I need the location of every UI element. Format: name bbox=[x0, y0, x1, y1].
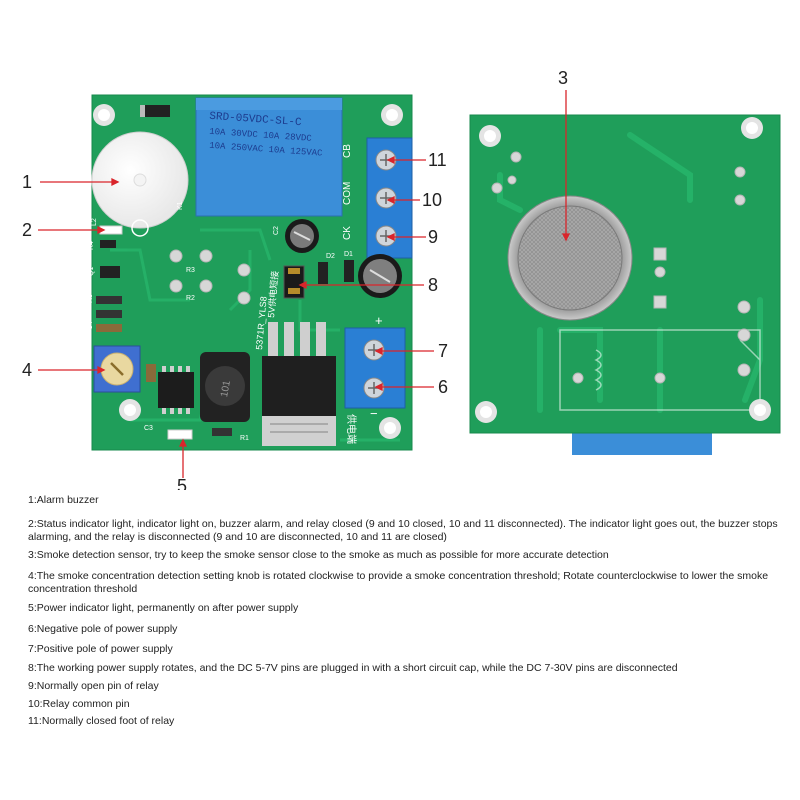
note-item: 1:Alarm buzzer bbox=[28, 494, 99, 506]
power-terminal-block bbox=[344, 327, 406, 409]
callout-number-6: 6 bbox=[438, 377, 448, 397]
inductor-label: 101 bbox=[219, 379, 233, 398]
alarm-buzzer bbox=[91, 131, 189, 229]
note-item: 7:Positive pole of power supply bbox=[28, 643, 173, 655]
callout-10 bbox=[386, 195, 420, 205]
callout-5 bbox=[178, 438, 188, 478]
callout-number-4: 4 bbox=[22, 360, 32, 380]
power-jumper bbox=[283, 265, 305, 299]
label-com: COM bbox=[342, 182, 353, 205]
smd-r4 bbox=[100, 240, 116, 248]
capacitor-c2 bbox=[285, 219, 319, 253]
label-cb: CB bbox=[342, 144, 353, 158]
callout-number-9: 9 bbox=[428, 227, 438, 247]
label-r4: R4 bbox=[88, 241, 95, 250]
note-item: 11:Normally closed foot of relay bbox=[28, 715, 175, 727]
label-k1: K1 bbox=[177, 201, 184, 210]
voltage-regulator bbox=[262, 322, 336, 446]
power-screw-negative bbox=[363, 377, 385, 399]
callout-number-7: 7 bbox=[438, 341, 448, 361]
label-d2: D2 bbox=[326, 253, 335, 260]
note-item: 6:Negative pole of power supply bbox=[28, 623, 178, 635]
smoke-sensor bbox=[507, 195, 633, 321]
terminal-screw-cb bbox=[375, 149, 397, 171]
smd-r8 bbox=[96, 296, 122, 304]
label-plus: + bbox=[375, 313, 383, 328]
capacitor-c1 bbox=[358, 254, 402, 298]
note-item: 2:Status indicator light, indicator ligh… bbox=[28, 518, 778, 543]
smd-c3 bbox=[146, 364, 156, 382]
callout-9 bbox=[386, 232, 426, 242]
label-r8: R8 bbox=[87, 294, 94, 303]
transistor-q1 bbox=[100, 266, 120, 278]
solder-pads bbox=[169, 249, 251, 305]
diode-d2 bbox=[318, 262, 328, 284]
label-r2: R2 bbox=[186, 295, 195, 302]
callout-3 bbox=[561, 90, 571, 242]
callout-number-3: 3 bbox=[558, 68, 568, 88]
inductor-l1: 101 bbox=[200, 352, 250, 422]
label-c3: C3 bbox=[144, 425, 153, 432]
front-board: SRD-05VDC-SL-C 10A 30VDC 10A 28VDC 10A 2… bbox=[87, 94, 413, 451]
callout-numbers: 1 2 4 5 3 11 10 9 8 7 6 bbox=[22, 68, 568, 490]
relay-silkscreen bbox=[559, 329, 761, 411]
smd-r5 bbox=[96, 310, 122, 318]
label-d1: D1 bbox=[344, 251, 353, 258]
buzzer-polarity-mark bbox=[131, 219, 149, 237]
relay: SRD-05VDC-SL-C 10A 30VDC 10A 28VDC 10A 2… bbox=[195, 97, 343, 217]
note-item: 10:Relay common pin bbox=[28, 698, 130, 710]
back-mounting-holes bbox=[475, 117, 771, 423]
callout-number-1: 1 bbox=[22, 172, 32, 192]
note-item: 8:The working power supply rotates, and … bbox=[28, 662, 678, 674]
callout-number-10: 10 bbox=[422, 190, 442, 210]
diode-d1 bbox=[344, 260, 354, 282]
callouts bbox=[38, 90, 571, 478]
label-r3: R3 bbox=[186, 267, 195, 274]
label-c2: C2 bbox=[273, 226, 280, 235]
terminal-screw-com bbox=[375, 187, 397, 209]
label-ck: CK bbox=[342, 226, 353, 240]
label-c4: C4 bbox=[87, 321, 94, 330]
callout-8 bbox=[298, 280, 424, 290]
relay-terminal-block bbox=[366, 137, 413, 259]
note-item: 4:The smoke concentration detection sett… bbox=[28, 570, 769, 595]
smd-c4 bbox=[96, 324, 122, 332]
callout-6 bbox=[374, 382, 434, 392]
smd-diode bbox=[140, 105, 170, 117]
callout-number-2: 2 bbox=[22, 220, 32, 240]
relay-bottom-peek bbox=[572, 430, 712, 455]
callout-number-11: 11 bbox=[428, 150, 447, 170]
label-minus: − bbox=[370, 406, 378, 421]
label-model: 5371R_YLS8 bbox=[254, 296, 269, 350]
callout-4 bbox=[38, 365, 106, 375]
comparator-ic bbox=[158, 366, 194, 414]
smd-r1 bbox=[212, 428, 232, 436]
callout-11 bbox=[386, 155, 426, 165]
back-pads bbox=[491, 151, 751, 384]
label-r1: R1 bbox=[240, 435, 249, 442]
module-figure: SRD-05VDC-SL-C 10A 30VDC 10A 28VDC 10A 2… bbox=[22, 68, 781, 490]
callout-1 bbox=[40, 177, 120, 187]
label-l2: L2 bbox=[91, 218, 98, 226]
back-board bbox=[469, 114, 781, 455]
power-screw-positive bbox=[363, 339, 385, 361]
label-jumper: 5V供电短接 bbox=[265, 270, 280, 318]
power-led bbox=[167, 429, 193, 440]
note-item: 9:Normally open pin of relay bbox=[28, 680, 159, 692]
front-mounting-holes bbox=[93, 104, 403, 439]
callout-number-5: 5 bbox=[177, 476, 187, 490]
callout-2 bbox=[38, 225, 106, 235]
note-item: 3:Smoke detection sensor, try to keep th… bbox=[28, 549, 609, 561]
callout-7 bbox=[374, 346, 434, 356]
label-q1: Q1 bbox=[88, 267, 95, 276]
callout-number-8: 8 bbox=[428, 275, 438, 295]
note-item: 5:Power indicator light, permanently on … bbox=[28, 602, 299, 614]
label-power-in: 供电端 bbox=[345, 414, 358, 444]
